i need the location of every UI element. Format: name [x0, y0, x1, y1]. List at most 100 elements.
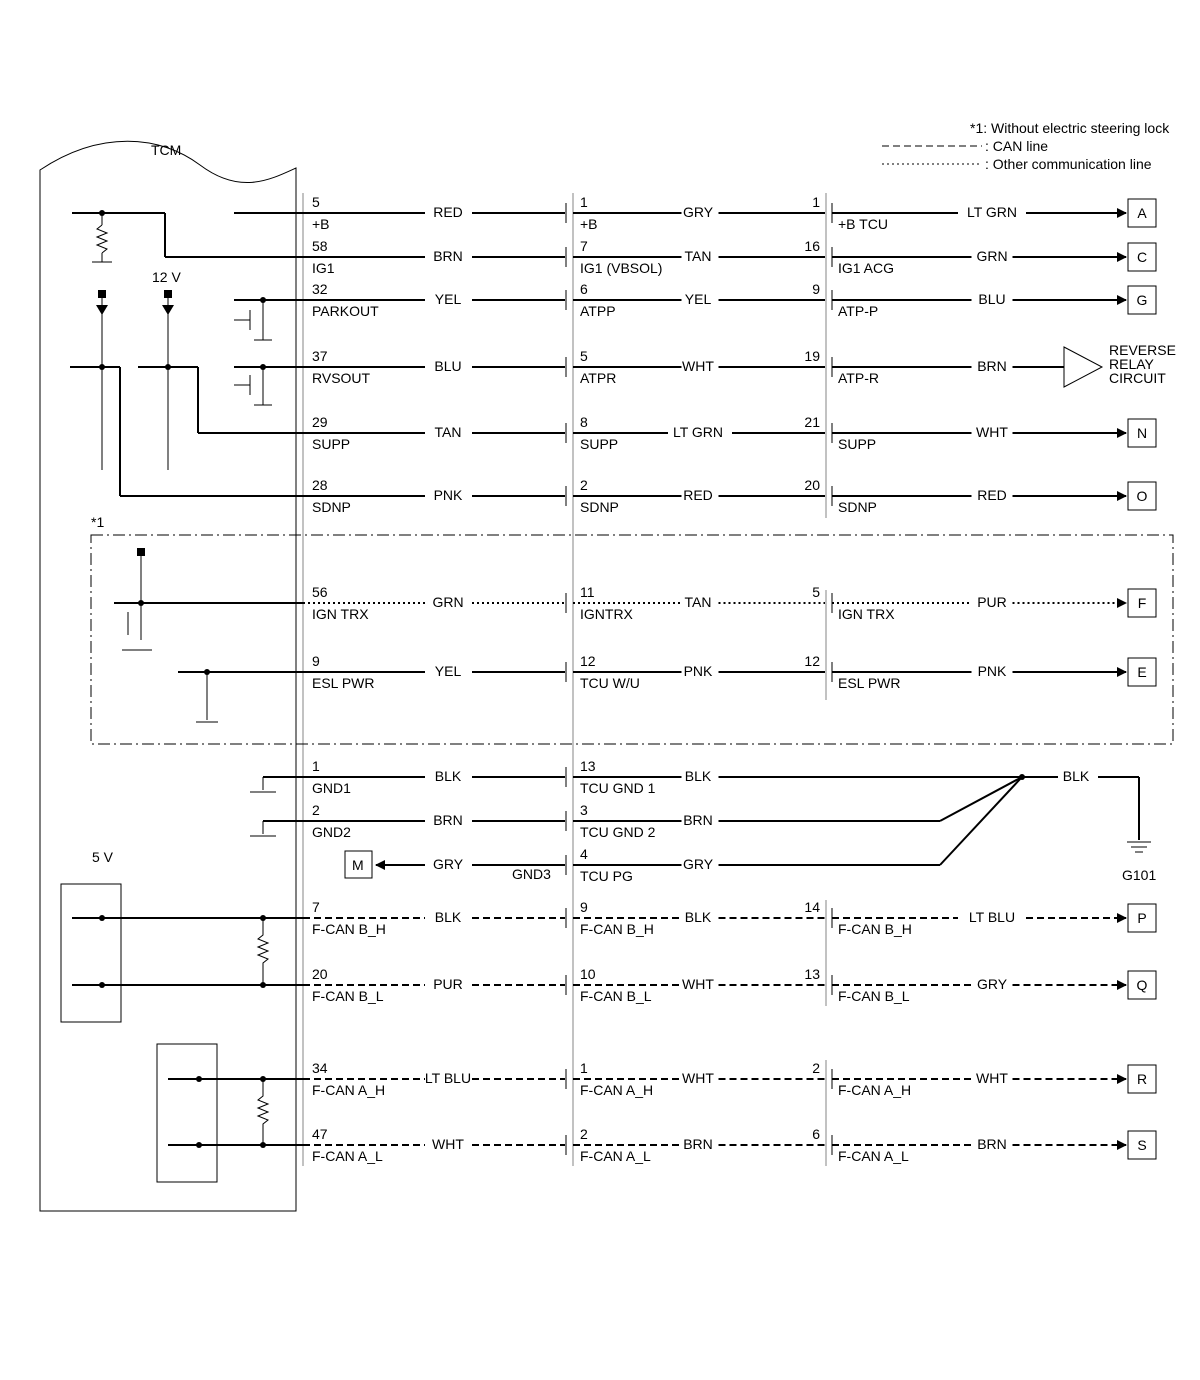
signal-name: TCU GND 1 — [580, 780, 656, 796]
signal-name: F-CAN B_L — [838, 988, 910, 1004]
pin-number: 8 — [580, 414, 588, 430]
terminal-box — [1127, 657, 1157, 687]
resistor-icon — [95, 224, 109, 254]
wire-color-label: PNK — [684, 663, 713, 679]
resistor-icon — [256, 918, 270, 985]
pin-number: 13 — [580, 758, 596, 774]
wire-color-label: GRN — [432, 594, 463, 610]
wire-color-label: YEL — [435, 663, 462, 679]
wire-color-label: BRN — [977, 1136, 1007, 1152]
resistor-icon — [256, 1079, 270, 1145]
signal-name: ESL PWR — [838, 675, 901, 691]
relay-triangle-icon — [1063, 346, 1104, 388]
pin-number: 29 — [312, 414, 328, 430]
can-b-transceiver — [60, 883, 122, 1023]
terminal-label: F — [1138, 595, 1147, 611]
signal-name: RVSOUT — [312, 370, 371, 386]
legend-can: : CAN line — [985, 138, 1048, 154]
pin-number: 9 — [312, 653, 320, 669]
pin-number: 6 — [812, 1126, 820, 1142]
terminal-box — [1127, 588, 1157, 618]
wire-color-label: LT BLU — [425, 1070, 471, 1086]
pin-number: 28 — [312, 477, 328, 493]
pin-number: 12 — [804, 653, 820, 669]
wire-color-label: GRY — [977, 976, 1008, 992]
pin-number: 12 — [580, 653, 596, 669]
terminal-label: E — [1137, 664, 1146, 680]
signal-name: ATPP — [580, 303, 616, 319]
terminal-box — [1127, 418, 1157, 448]
pin-number: 2 — [580, 1126, 588, 1142]
wire-color-label: YEL — [435, 291, 462, 307]
tcm-module: TCM — [39, 140, 297, 1212]
pin-number: 11 — [580, 584, 595, 600]
wire-color-label: WHT — [682, 358, 714, 374]
wire-color-label: LT GRN — [967, 204, 1017, 220]
wire-color-label: GRY — [433, 856, 464, 872]
wire-color-label: PNK — [434, 487, 463, 503]
terminal-label: N — [1137, 425, 1147, 441]
terminal-box — [1127, 903, 1157, 933]
pin-number: 20 — [804, 477, 820, 493]
signal-name: F-CAN B_L — [312, 988, 384, 1004]
terminal-label: Q — [1137, 977, 1148, 993]
wire-color-label: TAN — [435, 424, 462, 440]
wire-color-label: BLU — [434, 358, 461, 374]
pin-number: 37 — [312, 348, 328, 364]
signal-name: ESL PWR — [312, 675, 375, 691]
wire-color-label: BRN — [433, 812, 463, 828]
wire-color-label: BRN — [683, 812, 713, 828]
pin-number: 34 — [312, 1060, 328, 1076]
signal-name: SDNP — [312, 499, 351, 515]
pin-number: 32 — [312, 281, 328, 297]
terminal-label: C — [1137, 249, 1147, 265]
tcm-outline — [39, 140, 297, 1212]
signal-name: IGN TRX — [312, 606, 369, 622]
m-terminal-label: M — [352, 857, 364, 873]
signal-name: +B TCU — [838, 216, 888, 232]
wire-color-label: WHT — [976, 1070, 1008, 1086]
signal-name: F-CAN A_L — [312, 1148, 383, 1164]
pin-number: 7 — [312, 899, 320, 915]
signal-name: ATPR — [580, 370, 616, 386]
signal-name: TCU GND 2 — [580, 824, 656, 840]
pin-number: 9 — [812, 281, 820, 297]
wire-color-label: BLK — [685, 768, 712, 784]
wire-color-label: RED — [683, 487, 713, 503]
pin-number: 58 — [312, 238, 328, 254]
wire-color-label: BLK — [685, 909, 712, 925]
connector-brackets — [302, 193, 827, 1166]
voltage-5v-label: 5 V — [92, 849, 114, 865]
terminal-label: G — [1137, 292, 1148, 308]
terminal-box — [1127, 285, 1157, 315]
pin-number: 14 — [804, 899, 820, 915]
pin-number: 5 — [580, 348, 588, 364]
can-a-transceiver — [156, 1043, 218, 1183]
signal-name: TCU PG — [580, 868, 633, 884]
signal-name: +B — [312, 216, 330, 232]
pin-number: 1 — [580, 1060, 588, 1076]
signal-name: GND1 — [312, 780, 351, 796]
signal-name: IGNTRX — [580, 606, 634, 622]
g101-label: G101 — [1122, 867, 1156, 883]
terminal-label: O — [1137, 488, 1148, 504]
pin-number: 56 — [312, 584, 328, 600]
tcm-internal-circuits: 12 V — [60, 210, 303, 1183]
pin-number: 3 — [580, 802, 588, 818]
wire-color-label: BRN — [977, 358, 1007, 374]
signal-name: SUPP — [838, 436, 876, 452]
pin-number: 2 — [580, 477, 588, 493]
pin-number: 1 — [812, 194, 820, 210]
terminal-box — [1127, 242, 1157, 272]
wire-color-label: TAN — [685, 594, 712, 610]
pin-number: 1 — [312, 758, 320, 774]
